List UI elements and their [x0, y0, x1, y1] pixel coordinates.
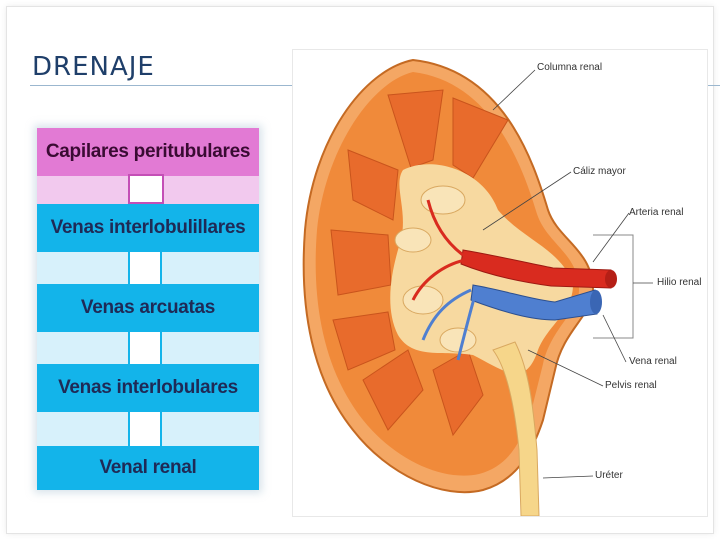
vein-cut-end — [590, 290, 602, 314]
flow-step-capilares: Capilares peritubulares — [37, 128, 259, 176]
drainage-flowchart: Capilares peritubulares Venas interlobul… — [37, 128, 259, 490]
kidney-illustration — [293, 50, 707, 516]
flow-step-venal-renal: Venal renal — [37, 446, 259, 490]
kidney-diagram: Columna renal Cáliz mayor Arteria renal … — [292, 49, 708, 517]
label-pelvis-renal: Pelvis renal — [605, 380, 657, 391]
flow-step-arcuatas: Venas arcuatas — [37, 284, 259, 332]
flow-connector-4 — [128, 410, 162, 450]
flow-step-interlobulillares: Venas interlobulillares — [37, 204, 259, 252]
label-columna-renal: Columna renal — [537, 62, 602, 73]
artery-cut-end — [605, 270, 617, 288]
label-caliz-mayor: Cáliz mayor — [573, 166, 626, 177]
flow-connector-2 — [128, 250, 162, 288]
slide-title: DRENAJE — [32, 52, 155, 82]
flow-connector-3 — [128, 330, 162, 368]
flow-connector-1 — [128, 174, 164, 204]
flow-step-interlobulares: Venas interlobulares — [37, 364, 259, 412]
label-arteria-renal: Arteria renal — [629, 207, 683, 218]
label-vena-renal: Vena renal — [629, 356, 677, 367]
label-ureter: Uréter — [595, 470, 623, 481]
label-hilio-renal: Hilio renal — [657, 277, 701, 288]
